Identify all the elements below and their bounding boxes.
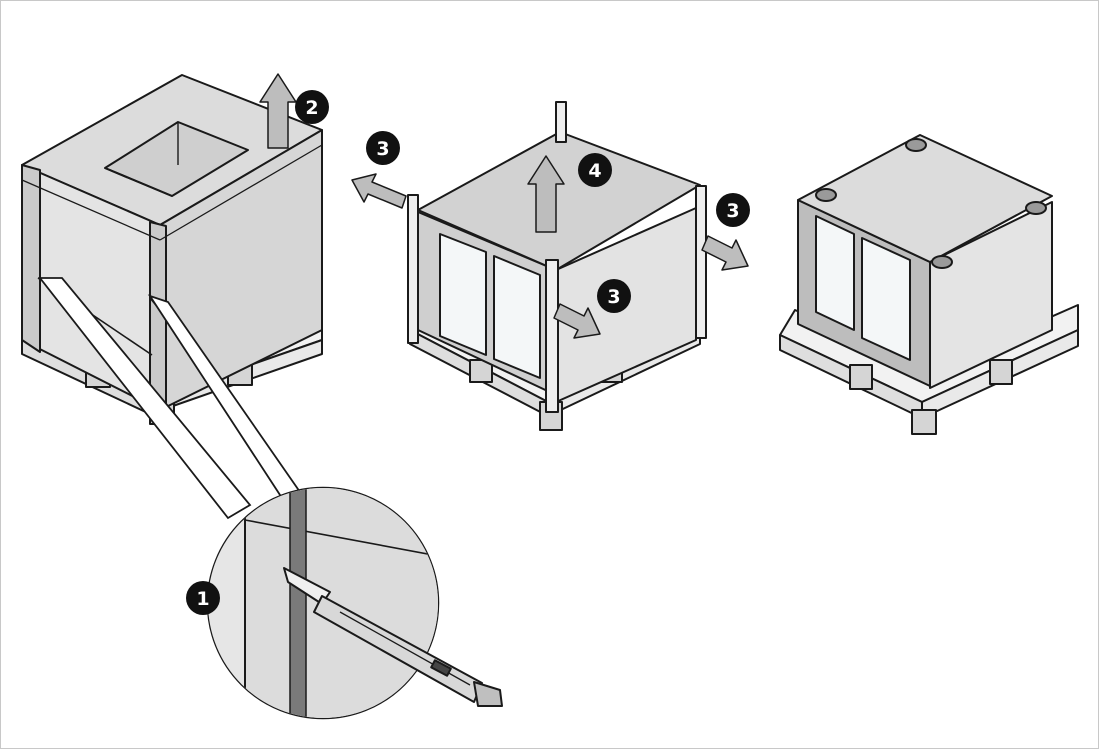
step-badge-1: 1	[186, 581, 220, 615]
step-number: 3	[376, 138, 389, 160]
strap-closeup	[289, 488, 307, 718]
direction-arrow-icon	[701, 235, 749, 271]
glass-door-right	[493, 255, 541, 379]
step-badge-3-front: 3	[597, 279, 631, 313]
step-number: 3	[607, 286, 620, 308]
glass-door-left	[439, 233, 487, 356]
step-number: 1	[196, 588, 209, 610]
frame-post-right	[695, 185, 707, 339]
direction-arrow-icon	[553, 303, 601, 339]
direction-arrows	[259, 73, 749, 339]
direction-arrow-icon	[259, 73, 297, 149]
frame-post-front-left	[407, 194, 419, 344]
step-badge-3-right: 3	[716, 193, 750, 227]
step-badge-3-left: 3	[366, 131, 400, 165]
frame-post-front	[545, 259, 559, 413]
stage-2-framed-unit	[407, 101, 707, 431]
direction-arrow-icon	[527, 155, 565, 233]
step-number: 3	[726, 200, 739, 222]
utility-knife-icon	[283, 567, 503, 707]
cabinet-side	[929, 201, 1053, 389]
step-number: 2	[305, 97, 318, 119]
step-badge-2: 2	[295, 90, 329, 124]
direction-arrow-icon	[351, 173, 407, 209]
cabinet-top	[797, 134, 1053, 263]
magnifier-callout	[206, 486, 503, 720]
stage-3-unpacked-cabinet	[779, 134, 1079, 435]
step-number: 4	[588, 160, 601, 182]
stage-1-wrapped-crate	[21, 74, 323, 425]
step-badge-4: 4	[578, 153, 612, 187]
frame-post-back	[555, 101, 567, 143]
